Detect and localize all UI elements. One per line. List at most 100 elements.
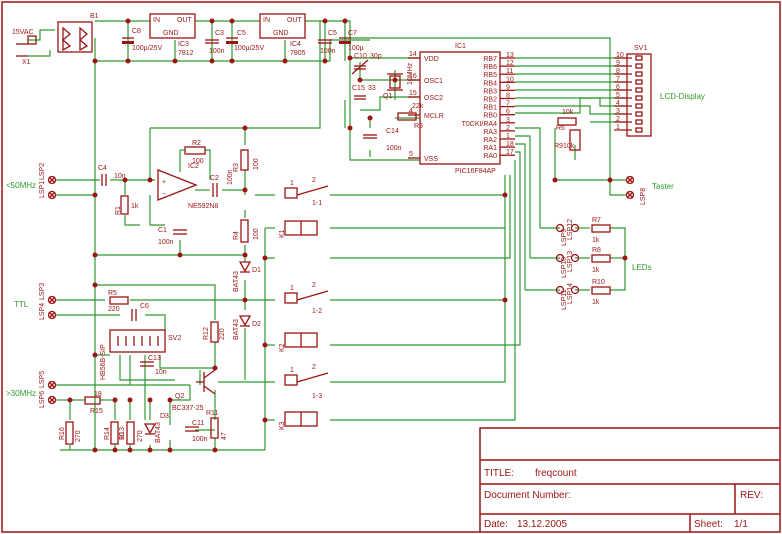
ic1-pin-name: RB4: [483, 80, 497, 87]
regulator-ic4: IN OUT GND IC4 7805: [259, 13, 306, 57]
resistor-r11: R11 47: [206, 410, 228, 440]
sv1-contact: [635, 119, 643, 125]
input-50mhz-pads: LSP1 LSP2: [39, 163, 57, 200]
ic1-pin-name: RB0: [483, 113, 497, 120]
svg-text:R16: R16: [59, 427, 66, 440]
ic1-pin-number: 7: [506, 101, 510, 108]
relay-k2: 1 2 1-2 K2: [279, 282, 329, 352]
svg-text:22k: 22k: [412, 103, 424, 110]
svg-text:R13: R13: [119, 427, 126, 440]
ic1-pin-name: RB5: [483, 72, 497, 79]
resistor-r3: R3 100: [233, 149, 260, 172]
svg-text:R5: R5: [414, 123, 423, 130]
svg-text:LSP9: LSP9: [561, 229, 568, 246]
svg-text:IC2: IC2: [188, 163, 199, 170]
svg-text:GND: GND: [163, 30, 179, 37]
ic1-pin-number: 3: [506, 117, 510, 124]
label-leds: LEDs: [632, 263, 652, 272]
svg-text:220: 220: [108, 306, 120, 313]
ic1-pin-number: 4: [409, 108, 413, 115]
svg-text:33: 33: [368, 85, 376, 92]
svg-text:IN: IN: [263, 17, 270, 24]
svg-text:R7: R7: [592, 217, 601, 224]
capacitor-c7: C7 100µ: [339, 30, 364, 52]
date-label: Date:: [484, 519, 508, 530]
sv1-contact: [635, 95, 643, 101]
resistor-r2: R2 100: [184, 140, 206, 165]
capacitor-c5b: C5 100n: [318, 30, 337, 55]
capacitor-c8: C8 100µ/25V: [122, 28, 162, 52]
svg-text:C10: C10: [354, 53, 367, 60]
svg-text:LSP14: LSP14: [567, 283, 574, 304]
ic1-pin-number: 11: [506, 68, 513, 75]
ic1-pin-number: 9: [506, 84, 510, 91]
ic1-pin-number: 17: [506, 149, 514, 156]
ic1-pin-name: RB6: [483, 64, 497, 71]
svg-text:100µ/25V: 100µ/25V: [234, 45, 264, 52]
svg-text:R2: R2: [192, 140, 201, 147]
led-resistor-r8: R8 1k: [591, 247, 611, 274]
svg-text:K3: K3: [279, 421, 286, 430]
svg-text:10k: 10k: [563, 143, 575, 150]
input-30mhz-pads: LSP6 LSP5: [39, 371, 57, 408]
svg-text:R11: R11: [206, 410, 218, 417]
svg-text:100: 100: [253, 228, 260, 240]
svg-text:10MHz: 10MHz: [407, 62, 414, 85]
diode-d2: BAT43 D2: [233, 315, 261, 340]
svg-text:10n: 10n: [155, 369, 167, 376]
svg-text:100n: 100n: [320, 48, 336, 55]
svg-text:1k: 1k: [592, 267, 600, 274]
label-lcd-display: LCD-Display: [660, 92, 705, 101]
svg-text:1: 1: [290, 367, 294, 374]
svg-text:NE592N8: NE592N8: [188, 203, 218, 210]
input-ttl-pads: LSP4 LSP3: [39, 283, 57, 320]
svg-text:270: 270: [75, 430, 82, 442]
sv1-pin-number: 2: [616, 116, 620, 123]
svg-text:D2: D2: [252, 321, 261, 328]
relay-k3: 1 2 1-3 K3: [279, 364, 329, 430]
sv1-contact: [635, 63, 643, 69]
svg-text:2: 2: [312, 177, 316, 184]
sv1-pin-number: 4: [616, 100, 620, 107]
capacitor-c14: C14 100n: [363, 128, 402, 152]
svg-text:100µ/25V: 100µ/25V: [132, 45, 162, 52]
svg-text:C2: C2: [210, 175, 219, 182]
ic1-pin-number: 2: [506, 125, 510, 132]
svg-text:2: 2: [312, 364, 316, 371]
svg-text:K1: K1: [279, 229, 286, 238]
resistor-r14: R14 10: [104, 421, 126, 445]
label-input-ttl: TTL: [14, 300, 29, 309]
svg-text:1: 1: [290, 180, 294, 187]
svg-text:C14: C14: [386, 128, 399, 135]
ic1-pin-name: MCLR: [424, 113, 444, 120]
svg-text:LSP2: LSP2: [39, 163, 46, 180]
svg-text:7812: 7812: [178, 50, 194, 57]
ic1-pin-number: 12: [506, 60, 514, 67]
svg-text:GND: GND: [273, 30, 289, 37]
svg-text:R9: R9: [554, 143, 563, 150]
sv1-contact: [635, 79, 643, 85]
svg-text:D1: D1: [252, 267, 261, 274]
ic1-pin-name: RB1: [483, 105, 497, 112]
svg-text:LSP10: LSP10: [561, 257, 568, 278]
regulator-ic3: IN OUT GND IC3 7812: [149, 13, 196, 57]
svg-text:LSP3: LSP3: [39, 283, 46, 300]
ic1-pin-number: 1: [506, 133, 510, 140]
svg-text:LSP5: LSP5: [39, 371, 46, 388]
svg-text:LSP8: LSP8: [640, 188, 647, 205]
svg-text:Q2: Q2: [175, 393, 184, 400]
svg-text:C5: C5: [328, 30, 337, 37]
ic1-pin-number: 14: [409, 51, 417, 58]
resistor-r13: R13 270: [119, 421, 144, 445]
svg-text:220: 220: [219, 328, 226, 340]
svg-text:LSP1: LSP1: [39, 181, 46, 198]
capacitor-c3: C3 100n: [205, 30, 225, 55]
svg-text:R6: R6: [556, 125, 565, 132]
ic1-pin-name: RA3: [483, 129, 497, 136]
ic1-pin-number: 6: [506, 109, 510, 116]
resistor-r5-top: 22k R5: [397, 103, 424, 130]
ic1-pin-name: RA0: [483, 153, 497, 160]
svg-text:1k: 1k: [592, 237, 600, 244]
capacitor-c10: C10 30p: [351, 53, 382, 75]
